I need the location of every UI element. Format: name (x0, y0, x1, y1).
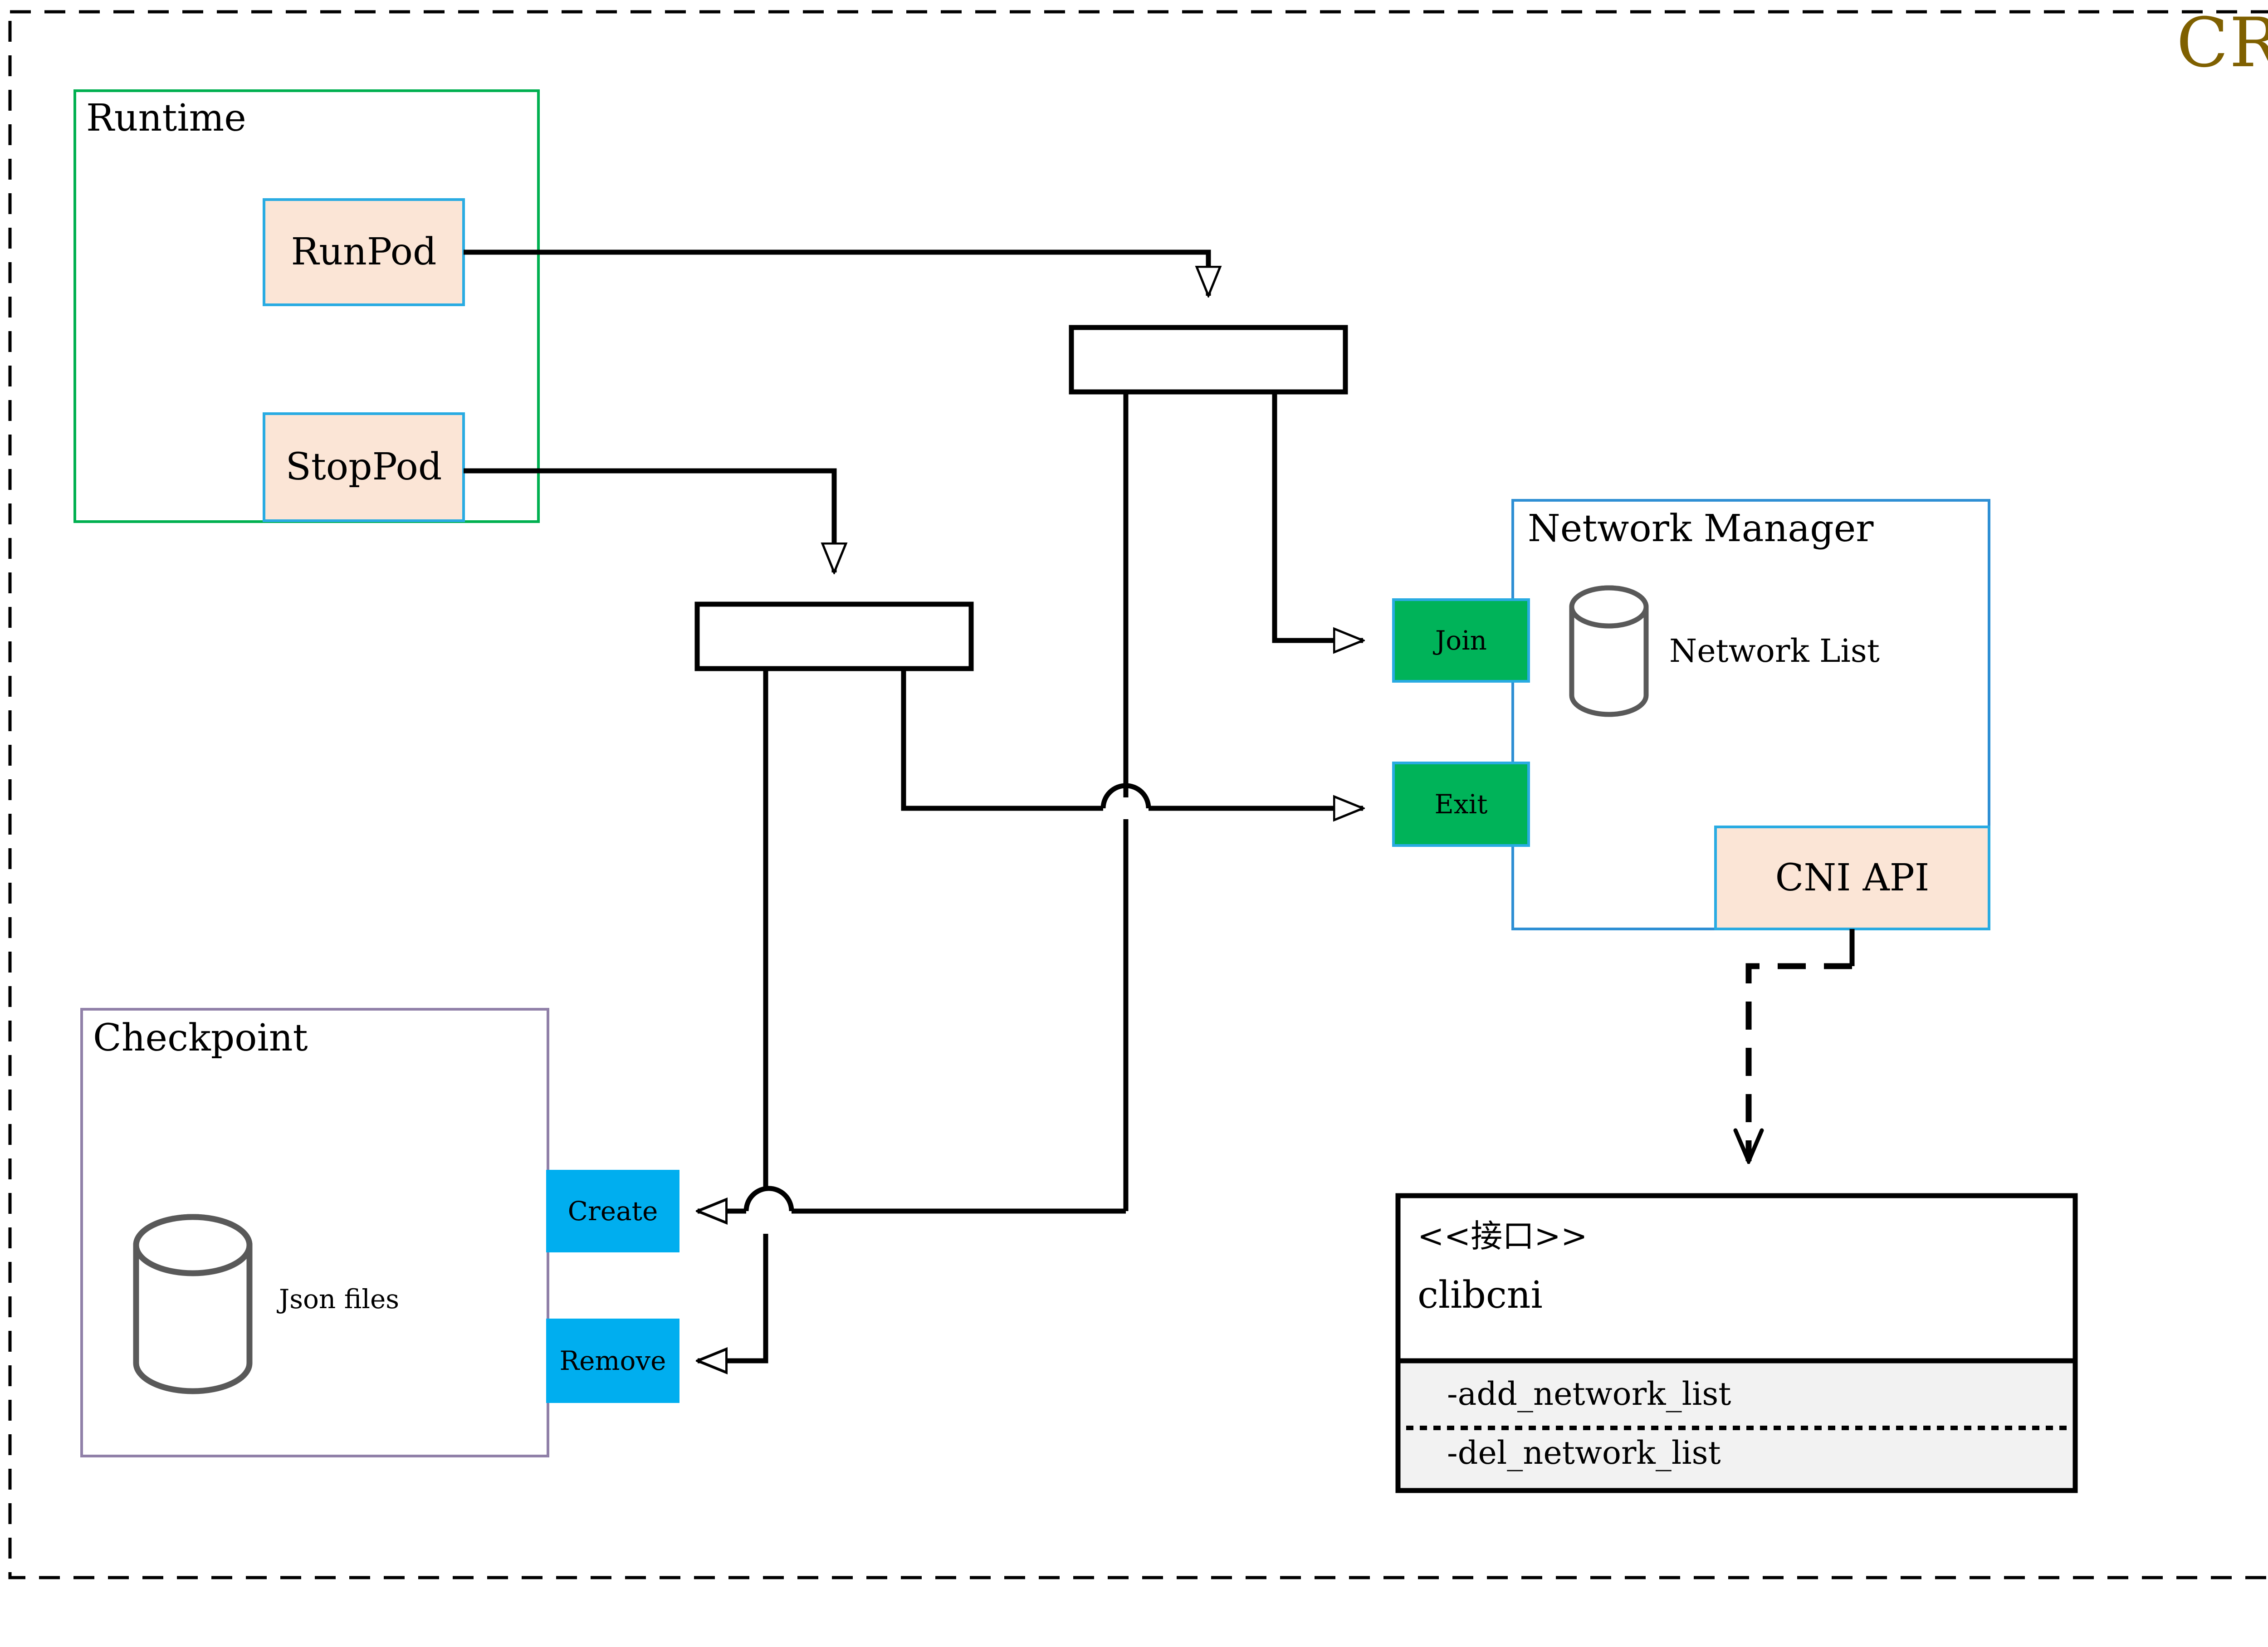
outer-frame (8, 10, 2268, 1579)
edge-junction-bottom-to-remove (698, 669, 768, 1361)
edge-cni-to-clibcni-dashed (1749, 963, 1852, 1161)
create-label[interactable]: Create (567, 1196, 658, 1227)
cni-api-label[interactable]: CNI API (1775, 856, 1930, 899)
stop-pod-box (263, 412, 465, 522)
junction-bottom-box (694, 601, 974, 671)
run-pod-box (263, 198, 465, 306)
join-box (1392, 598, 1530, 683)
remove-label[interactable]: Remove (559, 1345, 666, 1376)
edge-junction-top-to-join (1272, 392, 1363, 640)
cni-api-box (1714, 826, 1990, 930)
join-label[interactable]: Join (1435, 625, 1487, 656)
page-title: CRI (2176, 4, 2268, 83)
checkpoint-group-label: Checkpoint (93, 1017, 308, 1060)
remove-box (546, 1319, 679, 1403)
edge-junction-bottom-to-exit (901, 669, 1363, 808)
network-list-label: Network List (1669, 632, 1880, 670)
clibcni-method-del: -del_network_list (1447, 1434, 1721, 1471)
line-hop-exit-crossing (1100, 783, 1151, 809)
json-files-label: Json files (279, 1284, 400, 1315)
exit-label[interactable]: Exit (1434, 789, 1488, 820)
junction-top-box (1069, 325, 1348, 395)
stop-pod-label[interactable]: StopPod (285, 445, 442, 489)
edge-stoppod-to-junction-bottom (464, 468, 834, 572)
edge-runpod-to-junction-top (464, 249, 1208, 296)
line-hop-create-crossing (743, 1186, 794, 1212)
clibcni-stereotype: <<接口>> (1418, 1217, 1588, 1255)
json-files-cylinder (133, 1214, 253, 1394)
run-pod-label[interactable]: RunPod (291, 230, 437, 274)
create-box (546, 1170, 679, 1252)
clibcni-name: clibcni (1418, 1274, 1543, 1317)
clibcni-method-add: -add_network_list (1447, 1375, 1731, 1412)
network-manager-group-label: Network Manager (1528, 507, 1874, 550)
runtime-group-label: Runtime (86, 97, 246, 140)
network-list-cylinder (1569, 585, 1649, 717)
